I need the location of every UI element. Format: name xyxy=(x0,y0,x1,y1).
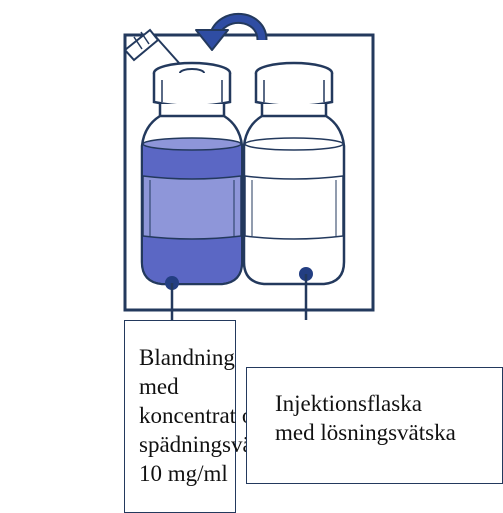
right-vial-label-line: Injektionsflaska xyxy=(275,391,422,416)
right-vial-label-line: med lösningsvätska xyxy=(275,420,456,445)
curved-transfer-arrow-icon xyxy=(195,13,268,51)
left-vial-icon xyxy=(140,61,244,320)
left-vial-label-line: 10 mg/ml xyxy=(139,461,228,486)
right-vial-icon xyxy=(242,61,346,320)
left-vial-label-line: Blandning med xyxy=(139,345,235,399)
left-vial-label-box: Blandning med koncentrat och spädningsvä… xyxy=(124,320,290,513)
left-vial-label-line: koncentrat och xyxy=(139,403,276,428)
left-vial-label-line: spädningsvätska xyxy=(139,432,290,457)
right-vial-label-box: Injektionsflaska med lösningsvätska xyxy=(246,367,503,484)
